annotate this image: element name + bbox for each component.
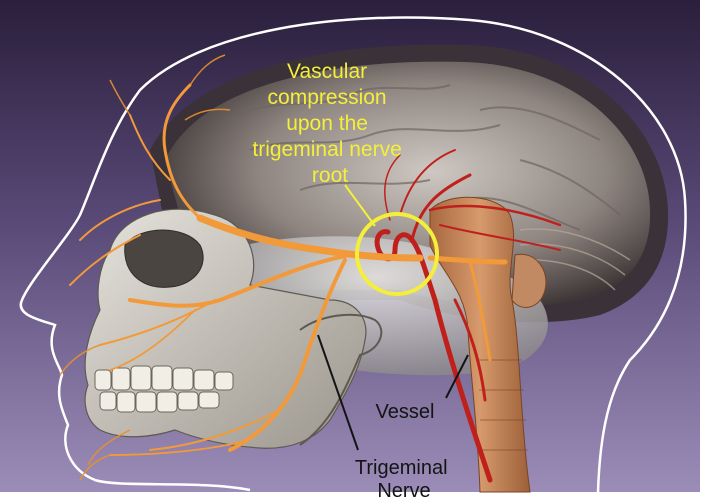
- compression-label-line: Vascular: [287, 60, 367, 83]
- nerve-label-line: Trigeminal: [355, 457, 448, 479]
- compression-label-line: trigeminal nerve: [252, 138, 401, 161]
- white-margin: [700, 0, 711, 501]
- compression-label-line: root: [312, 164, 348, 187]
- compression-label-line: upon the: [286, 112, 368, 135]
- nerve-label-line: Nerve: [377, 480, 430, 501]
- vessel-label: Vessel: [376, 401, 435, 423]
- teeth: [95, 366, 233, 412]
- compression-label-line: compression: [268, 86, 387, 109]
- white-margin-bottom: [0, 492, 711, 501]
